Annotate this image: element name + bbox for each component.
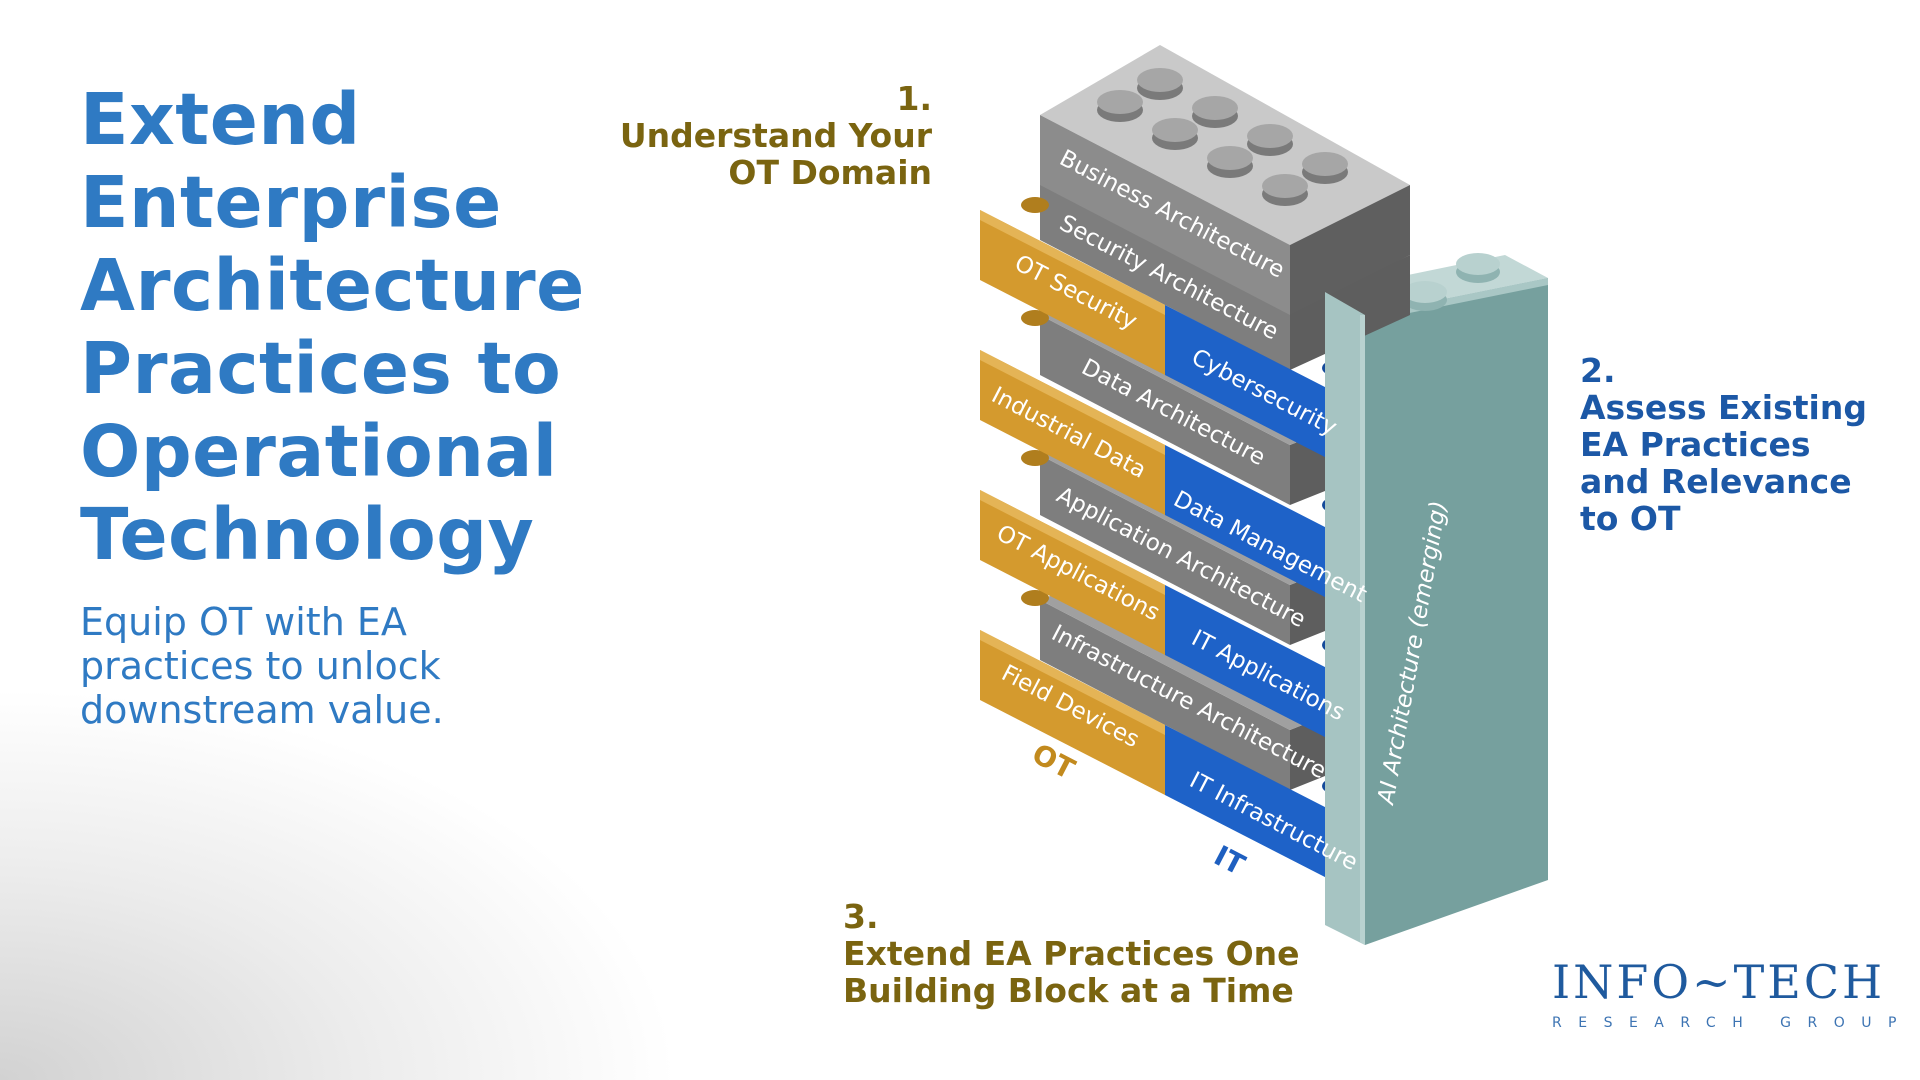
step-text-line: Assess Existing (1580, 388, 1867, 427)
step-text-line: Understand Your (619, 116, 932, 155)
top-studs (1097, 68, 1348, 206)
logo-sub-text: RESEARCH GROUP (1552, 1015, 1913, 1031)
step-number: 3. (843, 897, 879, 936)
step-number: 2. (1580, 351, 1616, 390)
subtitle-line: practices to unlock (80, 644, 441, 688)
title-line: Operational (80, 410, 558, 493)
step-2-label: 2. Assess Existing EA Practices and Rele… (1580, 352, 1867, 537)
page-title: Extend Enterprise Architecture Practices… (80, 78, 640, 576)
title-line: Architecture (80, 244, 585, 327)
subtitle-line: downstream value. (80, 688, 444, 732)
title-line: Practices to (80, 327, 562, 410)
step-1-label: 1. Understand Your OT Domain (620, 80, 932, 191)
stud-top (1262, 174, 1308, 198)
stud-top (1207, 146, 1253, 170)
step-text-line: Extend EA Practices One (843, 934, 1300, 973)
step-text-line: and Relevance (1580, 462, 1852, 501)
stud-top (1152, 118, 1198, 142)
step-text-line: Building Block at a Time (843, 971, 1294, 1010)
stud-top (1137, 68, 1183, 92)
step-number: 1. (896, 79, 933, 118)
step-3-label: 3. Extend EA Practices One Building Bloc… (843, 898, 1300, 1009)
title-line: Enterprise (80, 161, 502, 244)
step-text-line: OT Domain (728, 153, 932, 192)
ai-architecture-pillar (1325, 253, 1548, 945)
ai-pillar-front (1325, 292, 1365, 945)
stud-top (1247, 124, 1293, 148)
title-line: Technology (80, 493, 535, 576)
it-column-label: IT (1209, 839, 1250, 882)
subtitle-line: Equip OT with EA (80, 600, 407, 644)
stud-top (1097, 90, 1143, 114)
stud-top (1302, 152, 1348, 176)
step-text-line: EA Practices (1580, 425, 1811, 464)
step-text-line: to OT (1580, 499, 1681, 538)
title-line: Extend (80, 78, 361, 161)
page-subtitle: Equip OT with EA practices to unlock dow… (80, 600, 600, 732)
stud-top (1192, 96, 1238, 120)
info-tech-logo: INFO~TECH RESEARCH GROUP (1552, 955, 1913, 1031)
logo-main-text: INFO~TECH (1552, 955, 1886, 1009)
